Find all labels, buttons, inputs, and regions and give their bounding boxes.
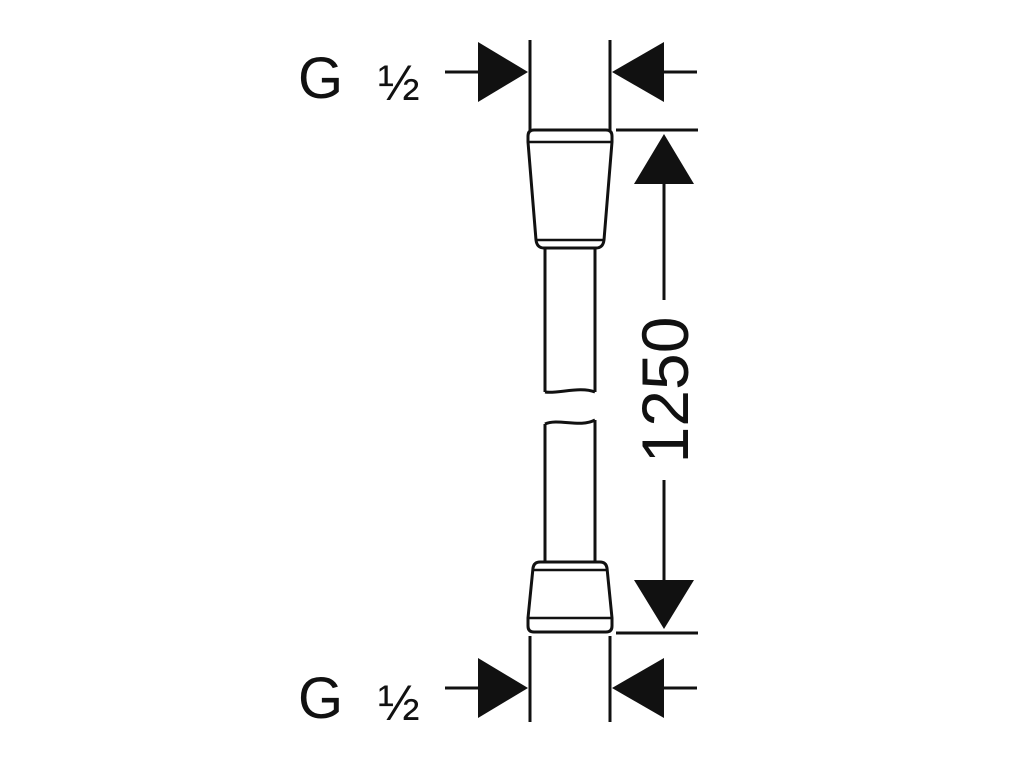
- bottom-thread-size-label: ½: [378, 675, 420, 731]
- top-thread-size-label: ½: [378, 55, 420, 111]
- top-left-arrow: [478, 42, 528, 102]
- length-bottom-arrow: [634, 580, 694, 629]
- hose-upper-segment: [543, 248, 597, 394]
- length-dimension-label: 1250: [628, 317, 702, 464]
- length-top-arrow: [634, 134, 694, 184]
- bottom-right-arrow: [612, 658, 664, 718]
- top-thread-label: G: [298, 46, 343, 111]
- hose-lower-segment: [543, 418, 597, 562]
- bottom-left-arrow: [478, 658, 528, 718]
- top-right-arrow: [612, 42, 664, 102]
- bottom-thread-label: G: [298, 666, 343, 731]
- top-fitting: [526, 128, 614, 250]
- bottom-fitting: [526, 560, 614, 634]
